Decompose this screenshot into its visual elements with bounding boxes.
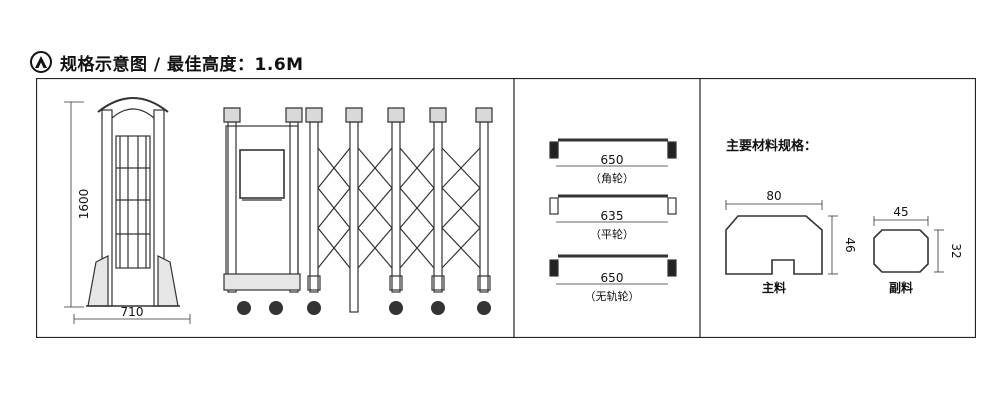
wheel-corner-dim: 650: [601, 153, 624, 167]
front-height-label: 1600: [77, 189, 91, 220]
materials-heading: 主要材料规格：: [726, 138, 817, 154]
wheel-trackless-label: （无轨轮）: [585, 289, 640, 303]
diagram-frame: [36, 78, 976, 338]
sub-label: 副料: [889, 280, 913, 295]
section-title: 规格示意图 / 最佳高度：1.6M: [60, 54, 304, 75]
front-width-label: 710: [121, 305, 144, 319]
sub-height-dim: 32: [949, 243, 963, 258]
front-view: [64, 97, 191, 324]
main-label: 主料: [762, 280, 786, 295]
sub-profile: [873, 216, 944, 273]
main-width-dim: 80: [766, 189, 781, 203]
wheel-trackless-dim: 650: [601, 271, 624, 285]
side-view: [223, 107, 493, 313]
caret-up-icon: [35, 56, 47, 68]
badge-a-icon: [30, 51, 52, 73]
main-height-dim: 46: [843, 237, 857, 252]
gate-wheels: [237, 301, 491, 315]
wheel-corner-label: （角轮）: [590, 171, 634, 185]
wheel-flat-dim: 635: [601, 209, 624, 223]
wheel-flat-label: （平轮）: [590, 227, 634, 241]
main-profile: [725, 200, 838, 275]
sub-width-dim: 45: [893, 205, 908, 219]
spec-diagram: 1600 710: [36, 78, 976, 338]
wheel-types: [549, 138, 677, 285]
header: 规格示意图 / 最佳高度：1.6M: [30, 46, 304, 78]
